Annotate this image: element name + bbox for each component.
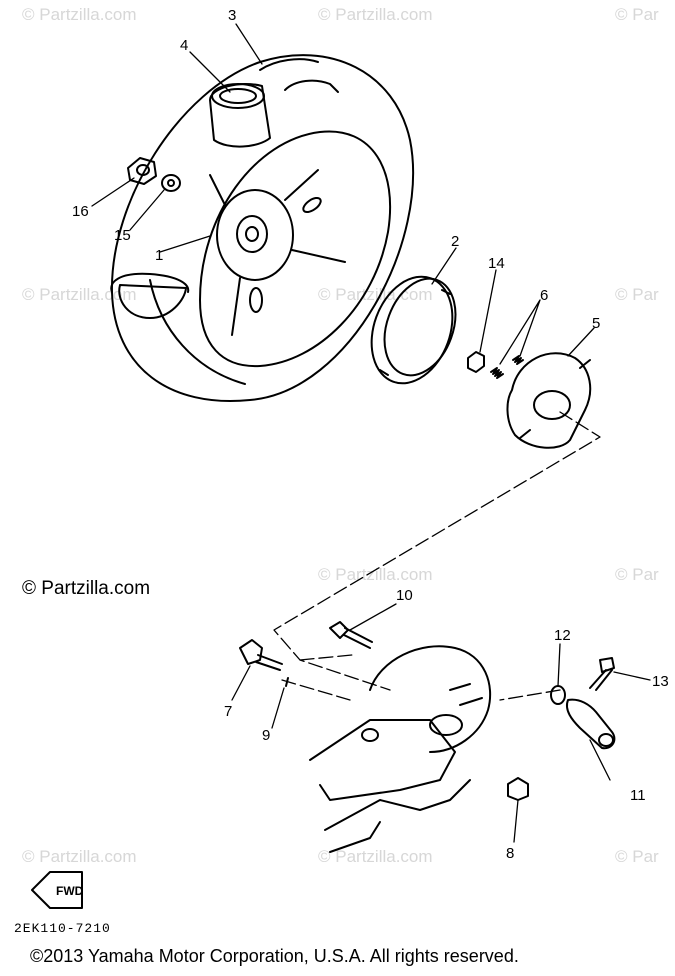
- brake-cam-lever: [566, 698, 616, 750]
- watermark: © Partzilla.com: [22, 5, 137, 24]
- watermark: © Par: [615, 285, 659, 304]
- watermark: © Partzilla.com: [22, 847, 137, 866]
- collar-ring: [370, 275, 457, 385]
- callout-1: 1: [155, 247, 163, 264]
- forward-arrow-icon: [31, 871, 83, 909]
- brake-plate-assembly: [309, 645, 492, 853]
- rear-wheel-assembly: [110, 54, 415, 402]
- callout-9: 9: [262, 727, 270, 744]
- callout-15: 15: [114, 227, 131, 244]
- watermark: © Par: [615, 847, 659, 866]
- callout-13: 13: [652, 673, 669, 690]
- partzilla-credit: © Partzilla.com: [22, 578, 151, 599]
- callout-7: 7: [224, 703, 232, 720]
- callout-4: 4: [180, 37, 188, 54]
- leader-lines: [91, 23, 651, 843]
- copyright-notice: ©2013 Yamaha Motor Corporation, U.S.A. A…: [30, 946, 519, 966]
- callout-10: 10: [396, 587, 413, 604]
- watermark: © Partzilla.com: [318, 5, 433, 24]
- assembly-guide-lines: [273, 411, 601, 701]
- callout-numbers: 1 2 3 4 5 6 7 8 9 10 11 12 13 14 15 16: [72, 7, 669, 862]
- watermark: © Par: [615, 565, 659, 584]
- watermark: © Par: [615, 5, 659, 24]
- callout-8: 8: [506, 845, 514, 862]
- brake-springs: [490, 355, 524, 379]
- watermark-layer: © Partzilla.com © Partzilla.com © Par © …: [22, 5, 659, 866]
- lever-bolt: [589, 657, 615, 691]
- callout-14: 14: [488, 255, 505, 272]
- fwd-label: FWD: [56, 884, 84, 898]
- pin: [285, 677, 289, 687]
- valve-stem: [209, 82, 271, 148]
- callout-3: 3: [228, 7, 236, 24]
- tire-section: [110, 272, 190, 319]
- watermark: © Partzilla.com: [318, 565, 433, 584]
- flange-nut: [507, 777, 529, 801]
- diagram-code: 2EK110-7210: [14, 921, 111, 936]
- adjusting-bolt: [239, 639, 283, 671]
- watermark: © Partzilla.com: [22, 285, 137, 304]
- watermark: © Partzilla.com: [318, 285, 433, 304]
- callout-16: 16: [72, 203, 89, 220]
- callout-2: 2: [451, 233, 459, 250]
- axle-nut: [127, 157, 157, 185]
- lever-washer: [550, 685, 566, 705]
- callout-5: 5: [592, 315, 600, 332]
- small-nut: [467, 351, 485, 373]
- callout-6: 6: [540, 287, 548, 304]
- watermark: © Partzilla.com: [318, 847, 433, 866]
- bleeder-pin: [329, 621, 373, 649]
- callout-11: 11: [630, 787, 646, 804]
- brake-shoe: [506, 352, 592, 449]
- callout-12: 12: [554, 627, 571, 644]
- washer: [161, 174, 181, 192]
